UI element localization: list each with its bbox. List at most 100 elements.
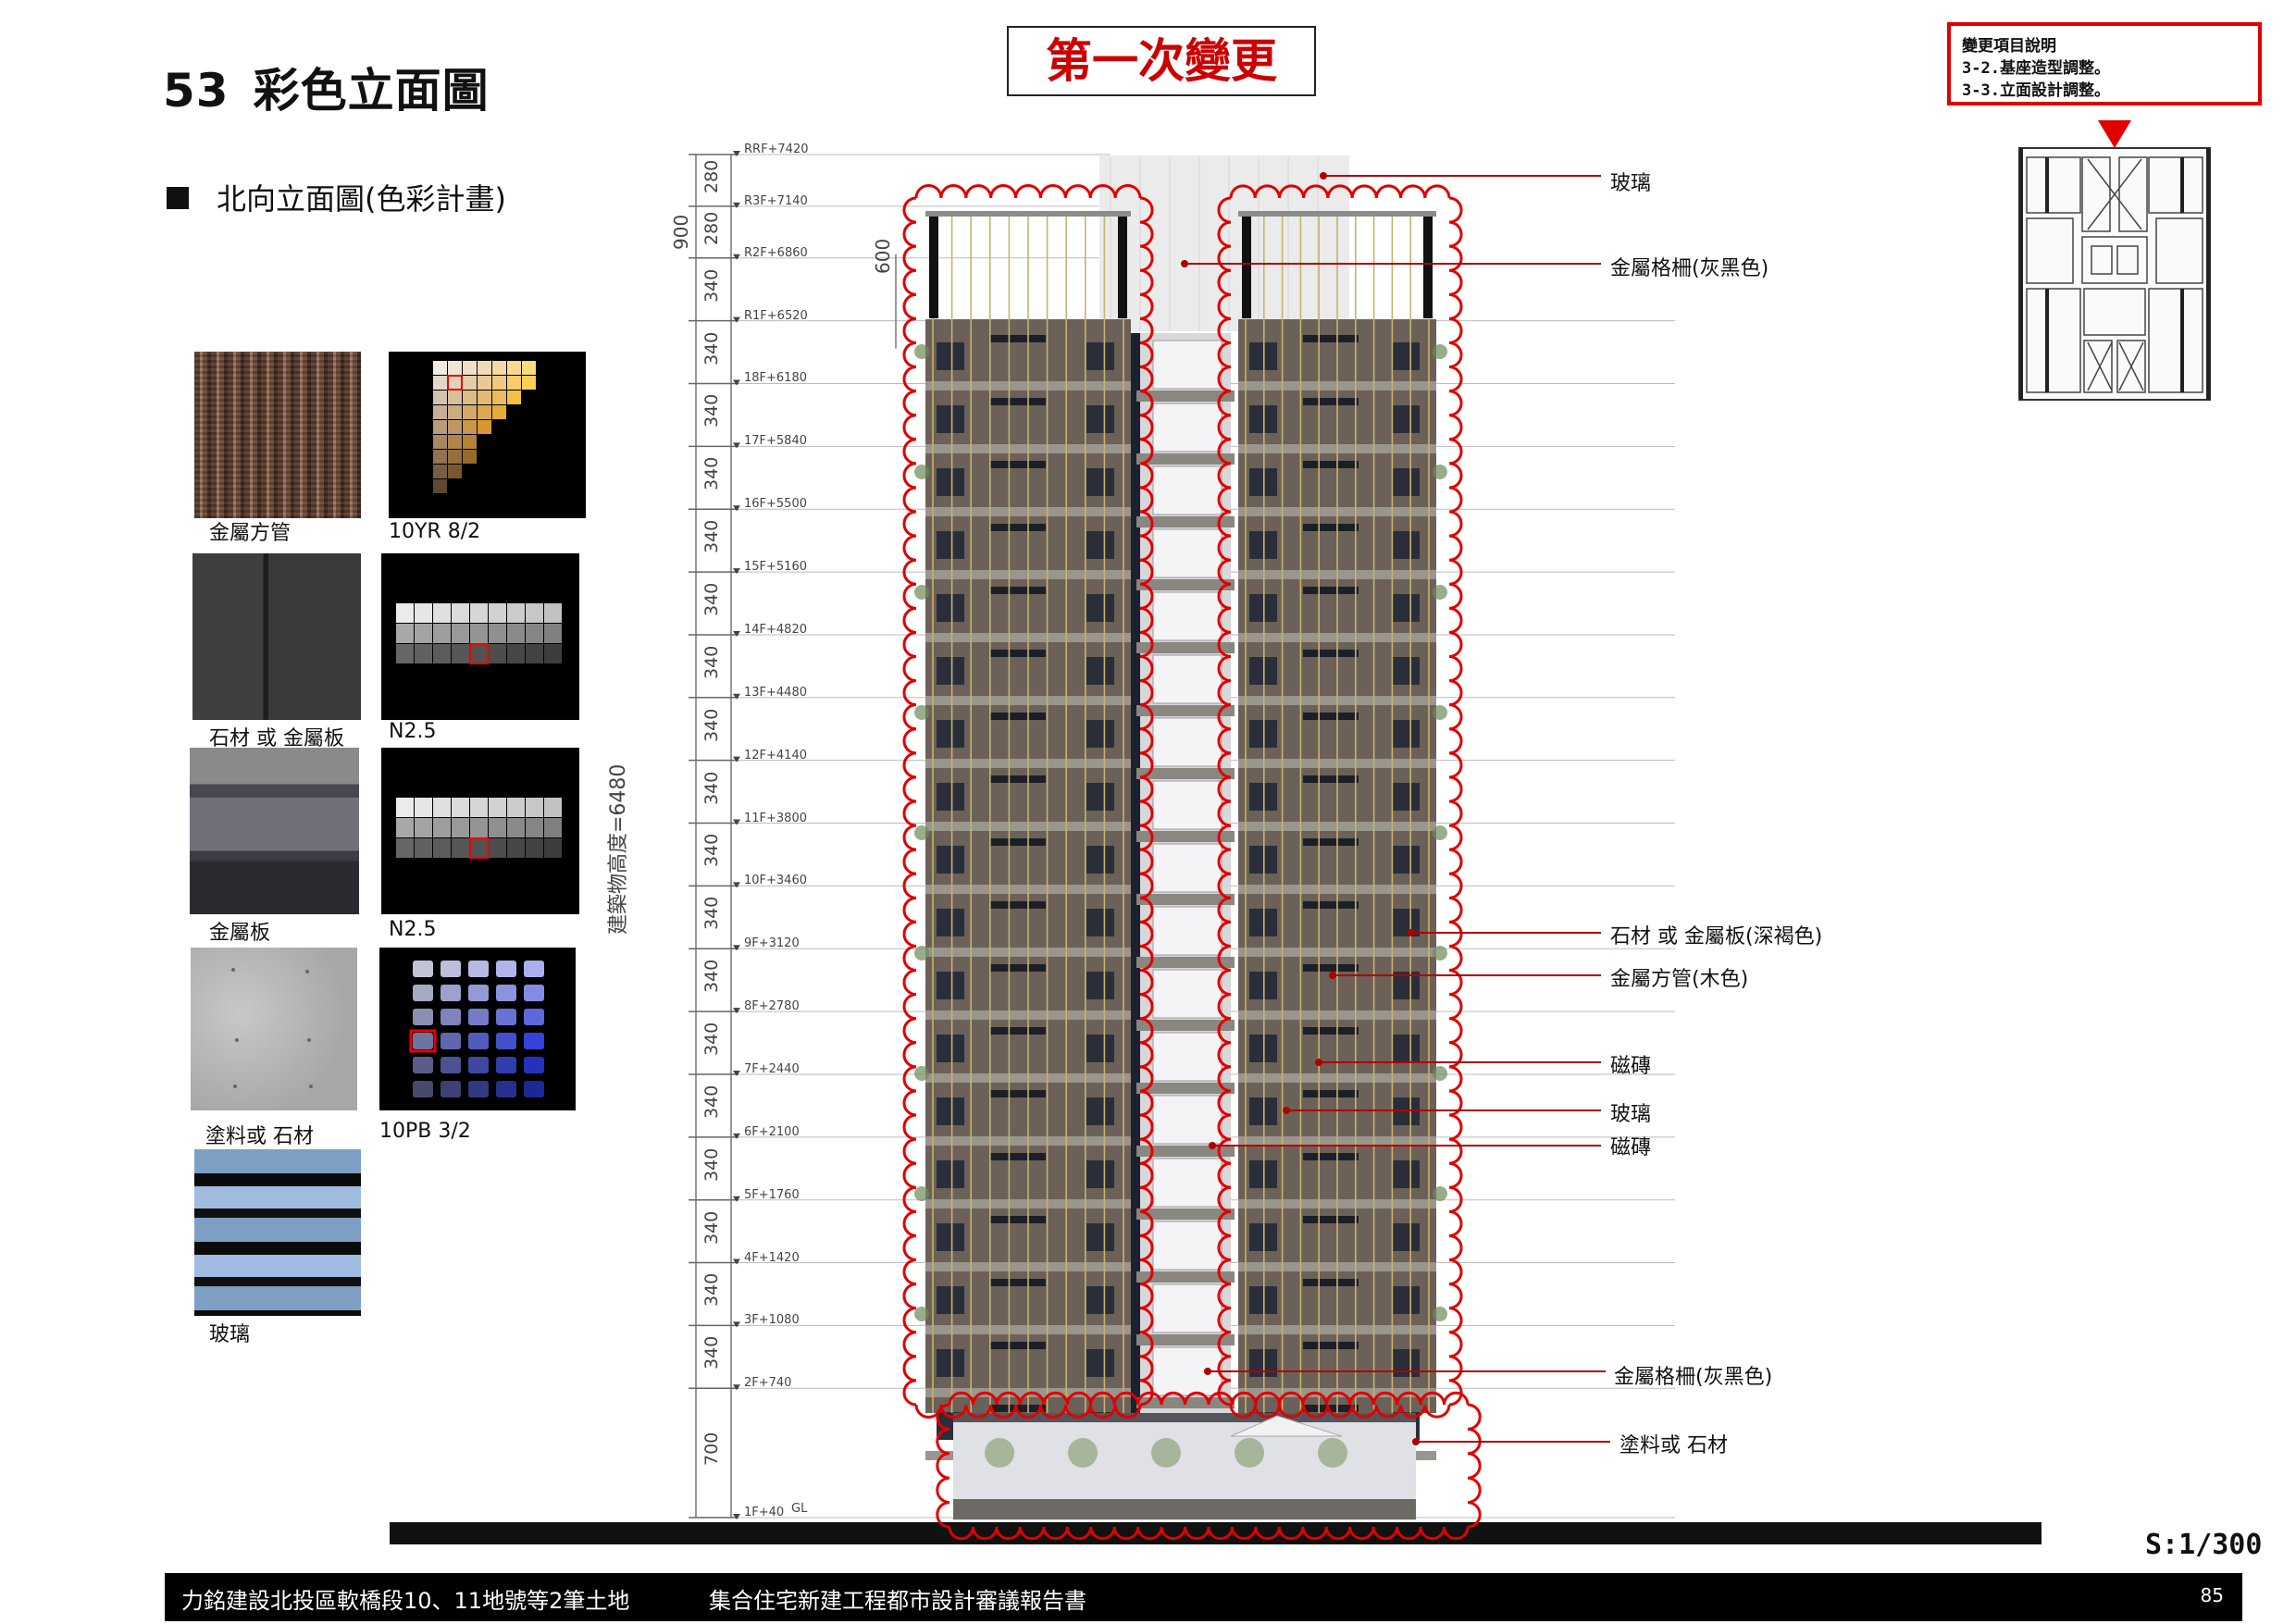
window-dark	[1392, 594, 1420, 622]
span-label: 340	[701, 1085, 722, 1119]
grey-chip	[470, 624, 488, 643]
grey-chip	[396, 624, 414, 643]
ground-line	[390, 1522, 2042, 1544]
grey-chip	[489, 624, 506, 643]
level-marker-icon	[733, 568, 740, 575]
balcony-rail	[990, 964, 1046, 972]
roof-frame	[1238, 211, 1436, 217]
window-dark	[937, 909, 964, 936]
revision-cloud	[902, 184, 1154, 1419]
floor-slab	[1136, 642, 1235, 653]
window-dark	[1086, 1286, 1114, 1314]
grey-chip	[452, 624, 469, 643]
window-dark	[937, 846, 964, 874]
floor-slab	[1136, 894, 1235, 905]
munsell-chip	[496, 1081, 516, 1097]
window-dark	[1086, 1349, 1114, 1377]
level-label: 11F+3800	[744, 811, 807, 825]
level-label: 4F+1420	[744, 1250, 800, 1265]
grey-chip	[507, 624, 525, 643]
window-dark	[1392, 783, 1420, 811]
balcony-rail	[990, 587, 1046, 594]
swatch-chip-10yr	[389, 352, 586, 518]
munsell-chip	[507, 361, 521, 375]
munsell-chip	[463, 435, 477, 449]
span-label: 340	[701, 1336, 722, 1370]
level-marker-icon	[733, 1070, 740, 1076]
page-title-text: 彩色立面圖	[253, 64, 490, 118]
level-marker-icon	[733, 1321, 740, 1328]
munsell-chip	[413, 1057, 433, 1073]
callout-glass-mid: 玻璃	[1610, 1103, 1652, 1126]
leader-dot-icon	[1209, 1142, 1216, 1149]
grey-chip	[544, 624, 562, 643]
grey-chip	[433, 838, 451, 858]
window-dark	[937, 720, 964, 748]
level-label: 16F+5500	[744, 497, 807, 512]
grey-chip	[507, 644, 525, 663]
callout-tile-b: 磁磚	[1610, 1136, 1652, 1159]
podium-canopy	[953, 1413, 1416, 1422]
grey-chip	[470, 818, 488, 837]
balcony-rail	[990, 1090, 1046, 1097]
grey-chip	[452, 798, 469, 817]
footer-page-number: 85	[2200, 1584, 2224, 1606]
window-dark	[937, 531, 964, 559]
balcony-rail	[990, 1279, 1046, 1286]
glass-window	[1152, 465, 1222, 515]
swatch-photo-metal-panel	[190, 748, 359, 914]
change-note-line: 3-3.立面設計調整。	[1962, 81, 2110, 100]
munsell-chip	[522, 361, 536, 375]
window-dark	[1392, 1286, 1420, 1314]
revision-cloud	[1217, 184, 1463, 1419]
leader-dot-icon	[1320, 172, 1327, 180]
window-dark	[1086, 972, 1114, 999]
munsell-chip	[448, 450, 462, 464]
footer-report: 集合住宅新建工程都市設計審議報告書	[709, 1588, 1086, 1614]
roof-frame	[925, 211, 1131, 217]
concrete-tie-holes	[231, 968, 313, 1088]
munsell-chip	[433, 435, 447, 449]
munsell-chip	[492, 361, 506, 375]
grey-chip	[452, 603, 469, 623]
leader-dot-icon	[1329, 972, 1336, 979]
roof-post	[1242, 217, 1251, 318]
balcony-rail	[1303, 713, 1359, 720]
grey-chip	[507, 818, 525, 837]
munsell-chip	[433, 450, 447, 464]
floor-slab	[1136, 831, 1235, 842]
tree-canopy	[1151, 1438, 1181, 1468]
munsell-chip	[492, 391, 506, 404]
grey-chip	[544, 838, 562, 858]
munsell-chip	[441, 1009, 461, 1025]
munsell-chip	[468, 1057, 489, 1073]
munsell-chip	[524, 1033, 544, 1049]
balcony-rail	[1303, 398, 1359, 405]
floor-slab	[1136, 579, 1235, 590]
view-direction-arrow-icon	[2098, 120, 2131, 148]
grey-chip	[507, 603, 525, 623]
level-label: 2F+740	[744, 1376, 792, 1391]
grey-chart	[396, 798, 562, 859]
leader-dot-icon	[1204, 1368, 1211, 1375]
swatch-chip-n25-a	[381, 553, 579, 720]
ground-level-label: GL	[791, 1502, 808, 1516]
floor-slab	[1136, 1209, 1235, 1220]
grey-chip	[544, 798, 562, 817]
swatch-photo-metal-tube	[194, 352, 361, 518]
swatch-photo-concrete	[191, 948, 357, 1110]
grey-chip	[396, 838, 414, 858]
balcony-rail	[990, 1153, 1046, 1160]
window-dark	[1086, 657, 1114, 685]
munsell-chip	[441, 1033, 461, 1049]
planter-greenery	[1433, 1066, 1447, 1081]
balcony-rail	[1303, 1216, 1359, 1223]
footer-project: 力銘建設北投區軟橋段10、11地號等2筆土地	[181, 1588, 630, 1614]
grey-chip	[526, 818, 543, 837]
balcony-rail	[990, 1342, 1046, 1349]
planter-greenery	[1433, 465, 1447, 479]
grey-chip	[544, 644, 562, 663]
munsell-chip	[524, 1081, 544, 1097]
munsell-chip	[463, 450, 477, 464]
callout-paint-stone: 塗料或 石材	[1620, 1434, 1728, 1457]
